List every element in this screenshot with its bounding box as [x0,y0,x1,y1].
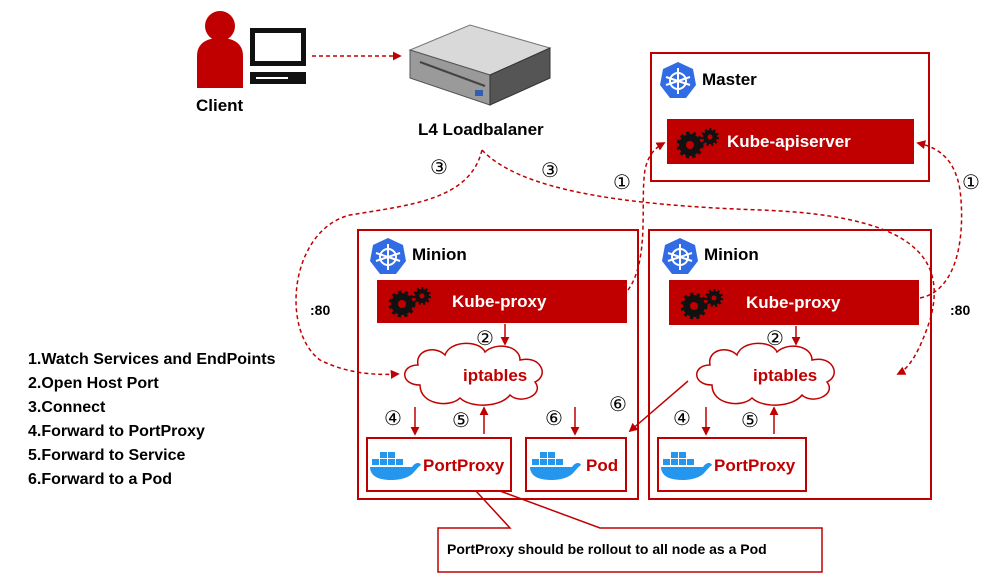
minion-left-box [357,229,639,500]
pod-box [525,437,627,492]
step1-right-marker: ① [962,170,980,194]
client-label: Client [196,96,244,115]
legend-item: 4.Forward to PortProxy [28,423,205,440]
right-proxy-label: Kube-proxy [746,293,841,312]
callout-text: PortProxy should be rollout to all node … [447,541,767,557]
gears-icon [386,284,436,325]
gears-icon [674,125,724,166]
master-box [650,52,930,182]
kubernetes-icon [660,236,700,281]
callout-shape [437,490,823,573]
legend-item: 2.Open Host Port [28,375,159,392]
person-icon [195,8,245,93]
loadbalancer-label: L4 Loadbalaner [418,120,544,139]
right-iptables-label: iptables [753,366,818,385]
left-portproxy-label: PortProxy [423,456,505,475]
left-iptables-label: iptables [463,366,528,385]
step1-left-marker: ① [613,170,631,194]
cross-step6-arrow [628,380,689,433]
master-title: Master [702,70,757,89]
apiserver-label: Kube-apiserver [727,132,851,151]
step4-left-marker: ④ [384,406,402,430]
docker-icon [530,446,582,487]
step4-right-marker: ④ [673,406,691,430]
step3-right-marker: ③ [541,158,559,182]
minion-left-title: Minion [412,245,467,264]
legend-item: 1.Watch Services and EndPoints [28,351,276,368]
step3-left-marker: ③ [430,155,448,179]
lb-to-left-iptables-arrow [295,149,483,379]
legend-item: 6.Forward to a Pod [28,471,173,488]
step5-right-marker: ⑤ [741,408,759,432]
kubernetes-icon [368,236,408,281]
left-portproxy-box [366,437,512,492]
left-proxy-label: Kube-proxy [452,292,547,311]
left-port-label: :80 [310,302,331,318]
right-portproxy-box [657,437,807,492]
docker-icon [370,446,422,487]
cloud-icon [404,342,543,406]
left-proxy-to-apiserver-arrow [627,142,666,291]
legend-list: 1.Watch Services and EndPoints 2.Open Ho… [28,348,275,492]
step6-left-marker: ⑥ [545,406,563,430]
server-icon [400,20,560,115]
step6-cross-marker: ⑥ [609,392,627,416]
gears-icon [678,286,728,327]
computer-icon [248,26,308,91]
right-port-label: :80 [950,302,971,318]
kubernetes-icon [658,60,698,105]
cloud-icon [696,342,835,406]
pod-label: Pod [586,456,619,475]
legend-item: 5.Forward to Service [28,447,186,464]
right-proxy-to-apiserver-arrow [916,140,963,299]
minion-right-title: Minion [704,245,759,264]
right-portproxy-label: PortProxy [714,456,796,475]
step5-left-marker: ⑤ [452,408,470,432]
legend-item: 3.Connect [28,399,106,416]
lb-to-right-iptables-arrow [481,149,935,375]
minion-right-box [648,229,932,500]
step2-left-marker: ② [476,326,494,350]
docker-icon [661,446,713,487]
step2-right-marker: ② [766,326,784,350]
